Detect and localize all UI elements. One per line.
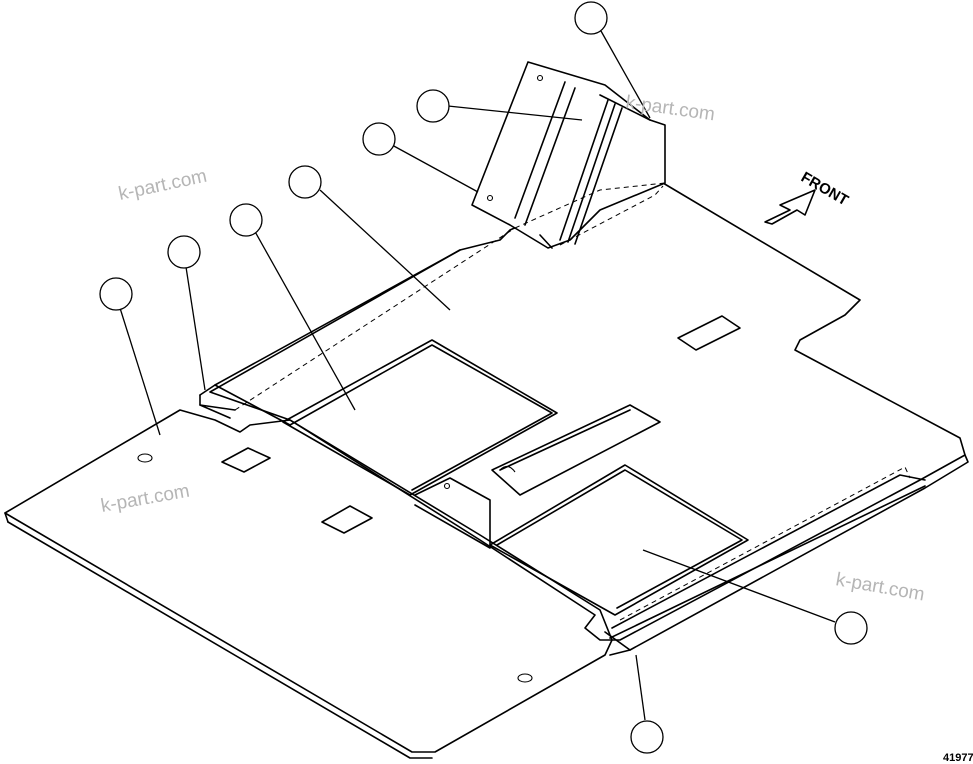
right-inset-panel bbox=[414, 464, 749, 616]
callout-circle bbox=[288, 165, 322, 199]
callouts bbox=[99, 1, 868, 754]
callout-circle bbox=[167, 235, 201, 269]
figure-number: 41977 bbox=[943, 752, 973, 764]
floor-mat-outline bbox=[4, 182, 969, 759]
callout-circle bbox=[229, 203, 263, 237]
callout-circle bbox=[574, 1, 608, 35]
callout-circle bbox=[630, 720, 664, 754]
right-rail bbox=[604, 466, 926, 651]
watermark: k-part.com bbox=[834, 569, 926, 605]
center-slot bbox=[491, 404, 661, 496]
left-rail bbox=[199, 227, 516, 426]
left-inset-panel bbox=[282, 339, 558, 496]
watermark: k-part.com bbox=[117, 166, 209, 205]
callout-circle bbox=[416, 89, 450, 123]
watermark: k-part.com bbox=[99, 481, 191, 517]
callout-circle bbox=[362, 122, 396, 156]
console-cover bbox=[471, 61, 666, 249]
callout-circle bbox=[99, 277, 133, 311]
leader-lines bbox=[119, 30, 836, 721]
callout-circle bbox=[834, 611, 868, 645]
cutouts bbox=[137, 315, 741, 683]
front-arrow: FRONT bbox=[764, 169, 851, 225]
